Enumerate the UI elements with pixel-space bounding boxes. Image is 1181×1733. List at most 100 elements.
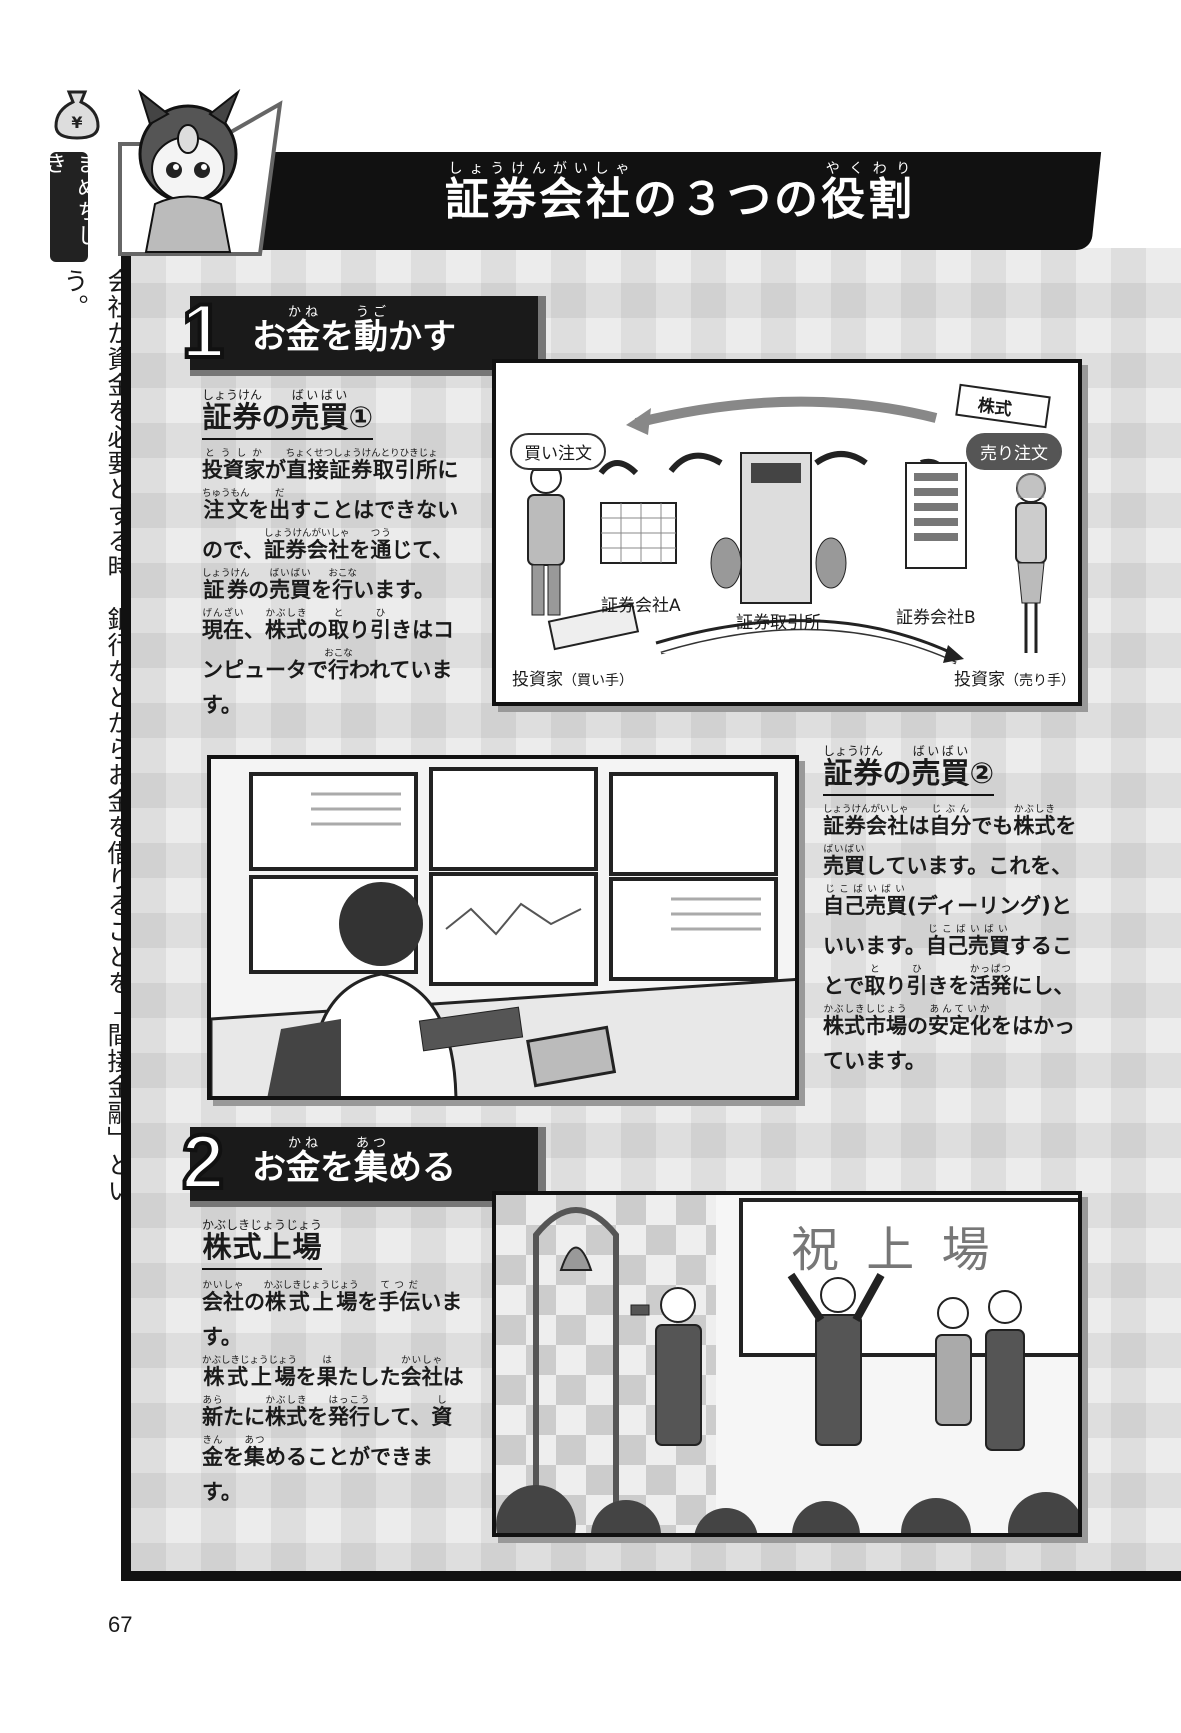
furigana-word: 手伝てつだ [378,1280,421,1314]
furigana-word: 金きん [202,1435,223,1469]
furigana-word: 役割やくわり [821,161,915,225]
furigana-word: 売買ばいばい [269,568,312,602]
bell-icon [559,1246,593,1271]
text-line: 証券会社しょうけんがいしゃは自分じぶんでも株式かぶしきを [823,804,1077,838]
section-1-number: 1 [180,287,226,376]
furigana-word: 行おこな [324,648,353,682]
buyer-text: 投資家 [512,670,563,690]
furigana-word: 証券会社しょうけんがいしゃ [823,804,909,838]
furigana-word: 発行はっこう [328,1395,370,1429]
furigana-word: 金かね [286,1136,320,1188]
section-2-number: 2 [180,1118,226,1207]
page-number: 67 [108,1612,133,1637]
furigana-word: 活発かっぱつ [969,964,1012,998]
mascot-character-illustration [118,88,283,256]
stock-certificate-label: 株式 [976,395,1013,421]
paragraph: 証券会社しょうけんがいしゃは自分じぶんでも株式かぶしきを売買ばいばいしています。… [823,804,1093,1079]
furigana-word: 株式市場かぶしきしじょう [823,1004,907,1038]
seller-text: 投資家 [954,670,1005,690]
furigana-word: 引ひ [370,608,391,642]
arrow-right-icon [943,645,964,663]
furigana-word: 株式上場かぶしきじょうじょう [202,1218,323,1264]
furigana-word: 自己売買じこばいばい [925,924,1010,958]
furigana-word: 引ひ [906,964,928,998]
furigana-word: 証券しょうけん [202,388,263,434]
text-line: 株式上場かぶしきじょうじょうを果はたした会社かいしゃは [202,1355,464,1389]
furigana-word: 集あつ [244,1435,265,1469]
furigana-word: 株式かぶしき [1013,804,1056,838]
furigana-word: 会社かいしゃ [202,1280,244,1314]
text-line: ています。 [823,1049,926,1073]
furigana-word: 通つう [370,528,392,562]
furigana-word: 証券しょうけん [823,744,884,790]
page-title: 証券会社しょうけんがいしゃの３つの役割やくわり [445,161,915,225]
furigana-word: 証券しょうけん [202,568,250,602]
paragraph: 投資家とうしかが直接証券取引所ちょくせつしょうけんとりひきじょに注文ちゅうもんを… [202,448,472,723]
subheading: 証券しょうけんの売買ばいばい② [823,744,995,796]
securities-flow-diagram: 株式 買い注文 売り注文 証券会社A 証券取引所 証券会社B 投資家（買い手） … [492,359,1082,706]
text-line: す。 [202,1325,242,1349]
money-stack-icon [547,602,640,651]
furigana-word: 自己売買じこばいばい [823,884,907,918]
text-line: す。 [202,693,242,717]
buy-order-bubble: 買い注文 [510,433,606,470]
text-line: 注文ちゅうもんを出だすことはできない [202,488,459,522]
furigana-word: 売買ばいばい [911,744,970,790]
furigana-word: 証券会社しょうけんがいしゃ [263,528,350,562]
text-line: ので、証券会社しょうけんがいしゃを通つうじて、 [202,528,454,562]
text-line: 投資家とうしかが直接証券取引所ちょくせつしょうけんとりひきじょに [202,448,459,482]
section-1-heading: お金かねを動うごかす [190,296,546,376]
furigana-word: 自分じぶん [929,804,972,838]
furigana-word: 株式かぶしき [265,608,307,642]
furigana-word: 売買ばいばい [823,844,865,878]
buyer-note: （買い手） [563,673,633,689]
mamechishiki-tag: まめちしき [41,152,98,262]
listing-ceremony-illustration: 祝 上 場 [492,1191,1082,1537]
furigana-word: 新あら [202,1395,223,1429]
furigana-word: 株式上場かぶしきじょうじょう [202,1355,298,1389]
furigana-word: 取と [864,964,886,998]
furigana-word: 資し [431,1395,453,1429]
furigana-word: 会社かいしゃ [400,1355,443,1389]
dealer-at-monitors-illustration [207,755,799,1100]
seller-label: 投資家（売り手） [954,665,1075,690]
text-block-stock-listing: 株式上場かぶしきじょうじょう 会社かいしゃの株式上場かぶしきじょうじょうを手伝て… [202,1218,472,1510]
arrow-left-icon [626,408,651,435]
gavel-icon [630,1304,650,1316]
text-line: 証券しょうけんの売買ばいばいを行おこないます。 [202,568,436,602]
furigana-word: 株式かぶしき [265,1395,307,1429]
furigana-word: 安定化あんていか [928,1004,991,1038]
flow-diagram-graphics [527,383,1051,665]
furigana-word: 証券会社しょうけんがいしゃ [445,161,633,225]
money-bag-yen-icon: ¥ [54,90,100,140]
seller-note: （売り手） [1005,673,1075,689]
furigana-word: 直接証券取引所ちょくせつしょうけんとりひきじょ [285,448,438,482]
text-line: 株式市場かぶしきしじょうの安定化あんていかをはかっ [823,1004,1075,1038]
firm-a-label: 証券会社A [601,596,681,616]
furigana-word: 投資家とうしか [202,448,265,482]
text-line: いいます。自己売買じこばいばいするこ [823,924,1073,958]
sell-order-bubble: 売り注文 [966,433,1062,470]
furigana-word: 金かね [286,305,320,357]
text-line: 売買ばいばいしています。これを、 [823,844,1073,878]
exchange-label: 証券取引所 [736,613,821,633]
dealer-graphics [211,759,795,1096]
text-block-securities-trading-1: 証券しょうけんの売買ばいばい① 投資家とうしかが直接証券取引所ちょくせつしょうけ… [202,388,472,723]
firm-b-label: 証券会社B [896,608,976,628]
paragraph: 会社かいしゃの株式上場かぶしきじょうじょうを手伝てつだいます。株式上場かぶしきじ… [202,1280,472,1510]
text-line: ンピュータで行おこなわれていま [202,648,453,682]
text-line: 会社かいしゃの株式上場かぶしきじょうじょうを手伝てつだいま [202,1280,463,1314]
subheading: 証券しょうけんの売買ばいばい① [202,388,374,440]
buyer-label: 投資家（買い手） [512,665,633,690]
furigana-word: 株式上場かぶしきじょうじょう [263,1280,359,1314]
text-line: とで取とり引ひきを活発かっぱつにし、 [823,964,1075,998]
text-line: 金きんを集あつめることができます。 [202,1435,433,1504]
svg-text:¥: ¥ [71,113,82,132]
furigana-word: 動うご [354,305,388,357]
text-line: 新あらたに株式かぶしきを発行はっこうして、資し [202,1395,453,1429]
subheading: 株式上場かぶしきじょうじょう [202,1218,323,1270]
furigana-word: 果は [316,1355,338,1389]
furigana-word: 出だ [269,488,291,522]
furigana-word: 集あつ [354,1136,388,1188]
text-block-securities-trading-2: 証券しょうけんの売買ばいばい② 証券会社しょうけんがいしゃは自分じぶんでも株式か… [823,744,1093,1079]
